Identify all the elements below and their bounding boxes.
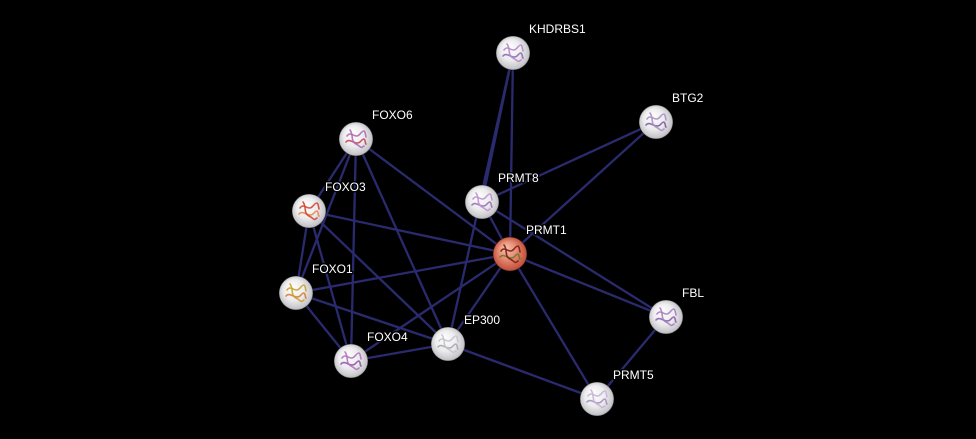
protein-ball	[492, 236, 528, 272]
structure-ribbon	[438, 335, 459, 343]
edge-EP300-PRMT5[interactable]	[446, 342, 599, 401]
edge-FOXO3-PRMT1[interactable]	[307, 209, 512, 256]
edge-FOXO6-FOXO1[interactable]	[294, 137, 358, 295]
structure-ribbon	[645, 121, 667, 128]
node-label-EP300: EP300	[464, 313, 500, 327]
node-label-PRMT1: PRMT1	[526, 223, 567, 237]
node-PRMT8[interactable]	[464, 184, 500, 220]
node-BTG2[interactable]	[638, 104, 674, 140]
structure-ribbon	[471, 201, 493, 208]
node-KHDRBS1[interactable]	[495, 35, 531, 71]
structure-ribbon	[499, 253, 521, 260]
structure-ribbon	[345, 138, 367, 145]
edge-PRMT1-FBL[interactable]	[508, 252, 668, 319]
protein-ball	[291, 193, 327, 229]
structure-ribbon	[346, 130, 367, 138]
structure-ribbon	[655, 316, 677, 323]
edge-FOXO6-PRMT1[interactable]	[354, 137, 512, 256]
structure-ribbon	[286, 284, 307, 292]
node-PRMT1[interactable]	[492, 236, 528, 272]
edge-PRMT1-PRMT5[interactable]	[508, 252, 599, 401]
nodes-layer	[278, 35, 684, 417]
node-label-FOXO3: FOXO3	[325, 180, 366, 194]
node-label-FOXO1: FOXO1	[312, 262, 353, 276]
structure-ribbon	[656, 308, 677, 316]
structure-ribbon	[590, 389, 606, 409]
protein-ball	[333, 343, 369, 379]
structure-ribbon	[472, 193, 493, 201]
structure-ribbon	[503, 244, 519, 264]
structure-ribbon	[341, 352, 362, 360]
edge-FOXO6-FOXO4[interactable]	[349, 137, 358, 363]
node-label-BTG2: BTG2	[672, 91, 704, 105]
protein-ball	[278, 275, 314, 311]
structure-ribbon	[349, 129, 365, 149]
protein-ball	[338, 121, 374, 157]
protein-ball	[579, 381, 615, 417]
structure-ribbon	[340, 360, 362, 367]
node-FOXO6[interactable]	[338, 121, 374, 157]
edge-FOXO1-EP300[interactable]	[294, 291, 450, 346]
structure-ribbon	[302, 201, 318, 221]
structure-ribbon	[475, 192, 491, 212]
structure-ribbon	[344, 351, 360, 371]
protein-ball	[495, 35, 531, 71]
structure-ribbon	[298, 210, 320, 217]
edge-PRMT1-FOXO1[interactable]	[294, 252, 512, 295]
structure-ribbon	[437, 343, 459, 350]
structure-ribbon	[649, 112, 665, 132]
edge-KHDRBS1-PRMT1[interactable]	[508, 51, 515, 256]
edge-PRMT1-EP300[interactable]	[446, 252, 512, 346]
structure-ribbon	[506, 43, 522, 63]
node-FBL[interactable]	[648, 299, 684, 335]
protein-ball	[638, 104, 674, 140]
structure-ribbon	[500, 245, 521, 253]
structure-ribbon	[586, 398, 608, 405]
node-label-FOXO4: FOXO4	[367, 330, 408, 344]
node-FOXO4[interactable]	[333, 343, 369, 379]
node-FOXO1[interactable]	[278, 275, 314, 311]
node-label-PRMT5: PRMT5	[613, 368, 654, 382]
protein-ball	[430, 326, 466, 362]
node-label-FOXO6: FOXO6	[372, 108, 413, 122]
node-EP300[interactable]	[430, 326, 466, 362]
node-label-KHDRBS1: KHDRBS1	[529, 22, 586, 36]
node-label-PRMT8: PRMT8	[498, 171, 539, 185]
protein-ball	[464, 184, 500, 220]
structure-ribbon	[285, 292, 307, 299]
structure-ribbon	[289, 283, 305, 303]
node-FOXO3[interactable]	[291, 193, 327, 229]
structure-ribbon	[646, 113, 667, 121]
edge-BTG2-PRMT8[interactable]	[480, 120, 658, 204]
edge-BTG2-PRMT1[interactable]	[508, 120, 658, 256]
edge-PRMT8-FBL[interactable]	[480, 200, 668, 319]
structure-ribbon	[502, 52, 524, 59]
structure-ribbon	[587, 390, 608, 398]
structure-ribbon	[659, 307, 675, 327]
node-PRMT5[interactable]	[579, 381, 615, 417]
edge-FOXO6-EP300[interactable]	[354, 137, 450, 346]
structure-ribbon	[299, 202, 320, 210]
edge-FBL-PRMT5[interactable]	[595, 315, 668, 401]
edge-PRMT1-FOXO4[interactable]	[349, 252, 512, 363]
protein-ball	[648, 299, 684, 335]
structure-ribbon	[503, 44, 524, 52]
structure-ribbon	[441, 334, 457, 354]
node-label-FBL: FBL	[682, 286, 704, 300]
